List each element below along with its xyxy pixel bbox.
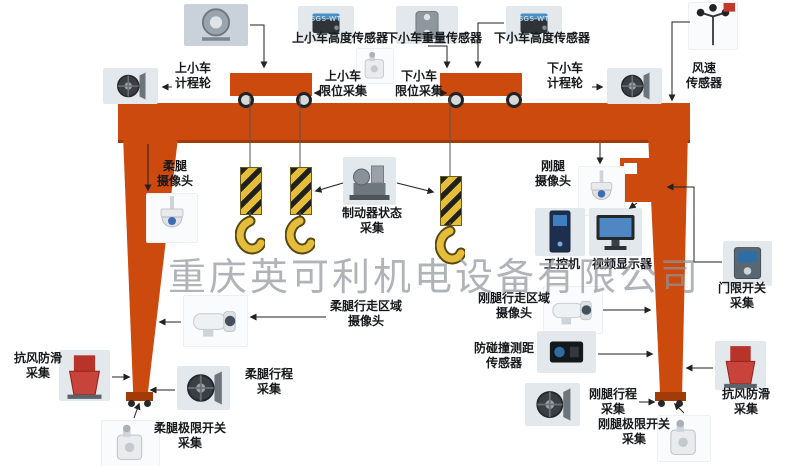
label-flexible-leg-camera: 柔腿 摄像头 [156, 159, 193, 188]
wind-speed-sensor-photo [688, 2, 738, 50]
lower-trolley [440, 73, 522, 96]
trolley-wheel [296, 92, 312, 108]
rigid-leg-area-camera-photo [543, 286, 603, 334]
ring-load-sensor-photo [184, 4, 248, 46]
door-limit-switch-photo [723, 241, 772, 286]
cab-window [624, 163, 637, 174]
anti-wind-clamp-right-photo [715, 341, 766, 390]
pc-tower-icon [535, 208, 585, 256]
label-brake-status: 制动器状态 采集 [341, 206, 402, 235]
lower-height-sensor-photo: SGS-WT [506, 6, 562, 42]
label-rigid-leg-travel: 刚腿行程 采集 [588, 387, 637, 416]
foot-wheel [128, 400, 135, 407]
rail-clamp-icon [59, 350, 110, 401]
crane-hook-icon [435, 222, 465, 265]
flexible-leg-dome-camera-photo [146, 193, 198, 243]
upper-trolley [230, 73, 312, 96]
foot-wheel [658, 400, 665, 407]
label-lower-trolley-limit: 下小车 限位采集 [394, 69, 443, 98]
crane-hook-icon [235, 212, 265, 255]
lower-odometer-wheel-photo [607, 68, 662, 104]
hook-pulley-block [290, 167, 312, 215]
dome-camera-icon [147, 194, 197, 242]
label-lower-trolley-weight-sensor: 下小车重量传感器 [385, 31, 482, 45]
flexible-leg-foot [126, 392, 153, 401]
hook-pulley-block [240, 167, 262, 215]
label-anti-collision-sensor: 防碰撞测距 传感器 [473, 341, 534, 370]
anemometer-icon [689, 3, 737, 49]
label-flexible-leg-limit: 柔腿极限开关 采集 [153, 421, 226, 450]
weight-sensor-photo [396, 6, 458, 44]
trolley-wheel [238, 92, 254, 108]
monitor-icon [589, 208, 642, 256]
wheel-encoder-icon [177, 366, 230, 410]
flexible-leg-limit-switch-photo [101, 420, 160, 466]
anti-wind-clamp-left-photo [59, 350, 110, 401]
rigid-leg-dome-camera-photo [578, 166, 625, 216]
rigid-leg-travel-wheel-photo [525, 383, 580, 426]
rail-clamp-icon [715, 341, 766, 390]
label-door-limit-switch: 门限开关 采集 [717, 281, 766, 310]
label-video-display: 视频显示器 [591, 257, 652, 271]
label-rigid-leg-area-camera: 刚腿行走区域 摄像头 [477, 291, 550, 320]
sensor-model-badge: SGS-WT [310, 15, 342, 23]
crane-main-beam [118, 103, 690, 143]
label-anti-wind-skid-right: 抗风防滑 采集 [721, 387, 770, 416]
rigid-leg-foot [655, 392, 686, 401]
label-lower-trolley-odometer: 下小车 计程轮 [546, 61, 583, 90]
ring-sensor-icon [184, 4, 248, 46]
label-rigid-leg-camera: 刚腿 摄像头 [534, 159, 571, 188]
wheel-encoder-icon [607, 68, 662, 104]
trolley-wheel [506, 92, 522, 108]
label-upper-trolley-limit: 上小车 限位采集 [318, 69, 367, 98]
video-display-photo [589, 208, 642, 256]
label-industrial-pc: 工控机 [543, 257, 580, 271]
crane-hook-icon [285, 212, 315, 255]
hook-pulley-block [440, 176, 462, 226]
label-anti-wind-skid-left: 抗风防滑 采集 [13, 351, 62, 380]
foot-wheel [144, 400, 151, 407]
distance-sensor-icon [537, 331, 596, 373]
label-wind-speed-sensor: 风速 传感器 [685, 61, 722, 90]
wheel-encoder-icon [103, 68, 158, 104]
anti-collision-sensor-photo [537, 331, 596, 373]
foot-wheel [676, 400, 683, 407]
bullet-camera-icon [184, 296, 247, 346]
label-lower-trolley-height-sensor: 下小车高度传感器 [493, 31, 590, 45]
brake-device-photo [343, 157, 396, 205]
upper-odometer-wheel-photo [103, 68, 158, 104]
door-switch-icon [723, 241, 772, 286]
label-upper-trolley-odometer: 上小车 计程轮 [174, 61, 211, 90]
flexible-leg-travel-wheel-photo [177, 366, 230, 410]
label-flexible-leg-area-camera: 柔腿行走区域 摄像头 [329, 299, 402, 328]
wheel-encoder-icon [525, 383, 580, 426]
label-rigid-leg-limit: 刚腿极限开关 采集 [597, 417, 670, 446]
brake-icon [343, 157, 396, 205]
label-flexible-leg-travel: 柔腿行程 采集 [244, 367, 293, 396]
label-upper-trolley-height-sensor: 上小车高度传感器 [291, 31, 388, 45]
rigid-leg-limit-switch-photo [657, 415, 711, 462]
upper-height-sensor-photo: SGS-WT [298, 6, 354, 42]
trolley-wheel [448, 92, 464, 108]
trolley-limit-switch-photo [356, 48, 394, 84]
flexible-leg-area-camera-photo [183, 295, 248, 347]
sensor-model-badge: SGS-WT [518, 15, 550, 23]
industrial-pc-photo [535, 208, 585, 256]
